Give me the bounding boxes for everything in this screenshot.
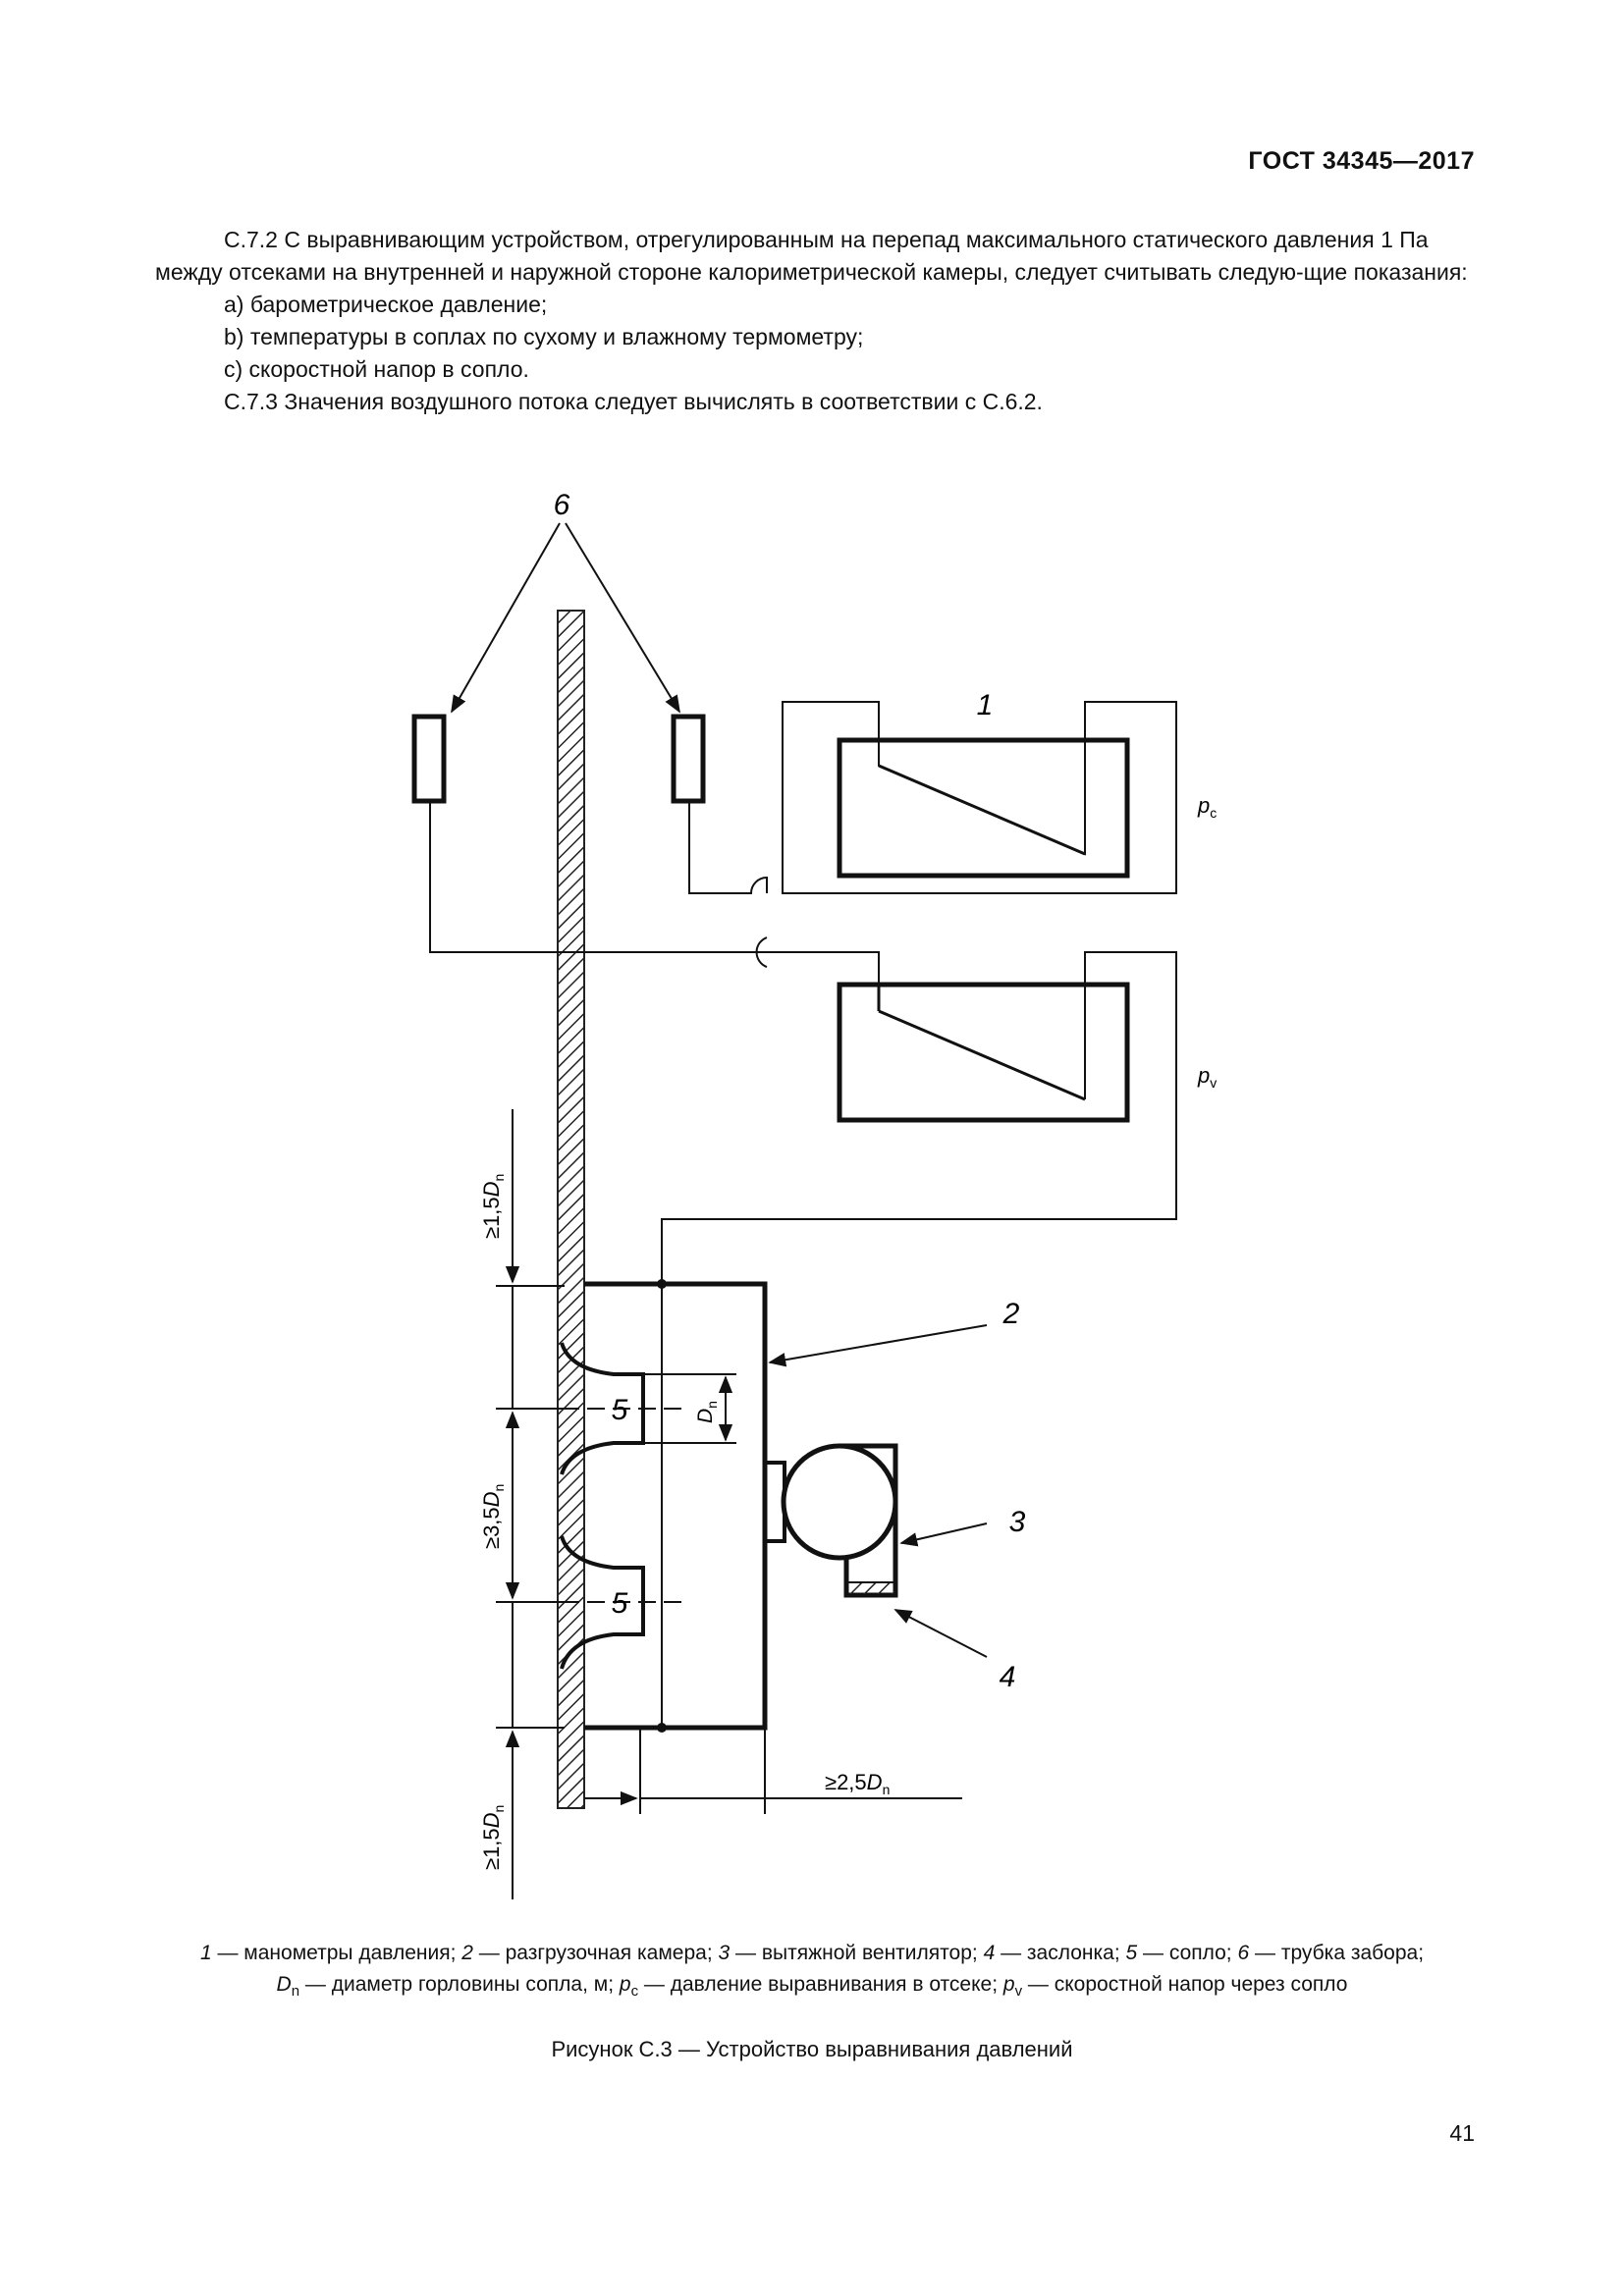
dim-label-right: ≥2,5Dn [825,1770,890,1797]
paragraph-c72: С.7.2 С выравнивающим устройством, отрег… [155,227,1468,285]
damper [845,1581,896,1596]
manometer-pv-needle [878,1009,1086,1101]
dim-label-mid: ≥3,5Dn [479,1484,507,1549]
paragraph-c73: С.7.3 Значения воздушного потока следует… [224,389,1043,414]
page-number: 41 [1449,2120,1475,2146]
chamber-node-top [657,1279,667,1289]
dim-label-bottom: ≥1,5Dn [479,1805,507,1870]
callout-5-lower: 5 [612,1587,628,1620]
wall [557,610,585,1809]
sampling-tube-inner [671,714,706,804]
callout-4-arrow [893,1609,988,1658]
figure-legend: 1 — манометры давления; 2 — разгрузочная… [118,1938,1506,2007]
document-header: ГОСТ 34345—2017 [1248,147,1475,175]
dim-label-top: ≥1,5Dn [479,1174,507,1239]
label-pc: pc [1197,793,1217,821]
manometer-pv-tubing [429,801,880,985]
callout-6-arrow-left [451,522,561,714]
callout-2-arrow [768,1324,988,1367]
dim-label-nozzle: Dn [694,1401,720,1423]
list-item-c: c) скоростной напор в сопло. [224,356,529,382]
figure-caption: Рисунок С.3 — Устройство выравнивания да… [551,2037,1073,2061]
manometer-pv [837,982,1130,1123]
crossover-hump [755,936,768,968]
body-text: С.7.2 С выравнивающим устройством, отрег… [155,224,1477,418]
list-item-b: b) температуры в соплах по сухому и влаж… [224,324,864,349]
inner-tube-line [688,801,768,894]
sampling-tube-outer [411,714,447,804]
chamber-node-bottom [657,1723,667,1733]
callout-5-upper: 5 [612,1394,628,1426]
list-item-a: a) барометрическое давление; [224,292,548,317]
manometer-pc [837,737,1130,879]
callout-1: 1 [977,689,994,721]
discharge-chamber [584,1281,768,1731]
legend-line-1: 1 — манометры давления; 2 — разгрузочная… [199,1942,1425,1964]
label-pv: pv [1197,1063,1217,1091]
manometer-pv-return [661,951,1177,1284]
manometer-pc-needle [878,764,1086,856]
callout-6-arrow-right [565,522,680,714]
callout-3: 3 [1009,1506,1026,1538]
callout-3-arrow [899,1522,988,1547]
legend-line-2: Dn — диаметр горловины сопла, м; pc — да… [276,1973,1348,2001]
callout-2: 2 [1002,1298,1020,1330]
callout-6: 6 [554,489,570,521]
callout-4: 4 [1000,1661,1016,1693]
exhaust-fan [781,1443,898,1561]
